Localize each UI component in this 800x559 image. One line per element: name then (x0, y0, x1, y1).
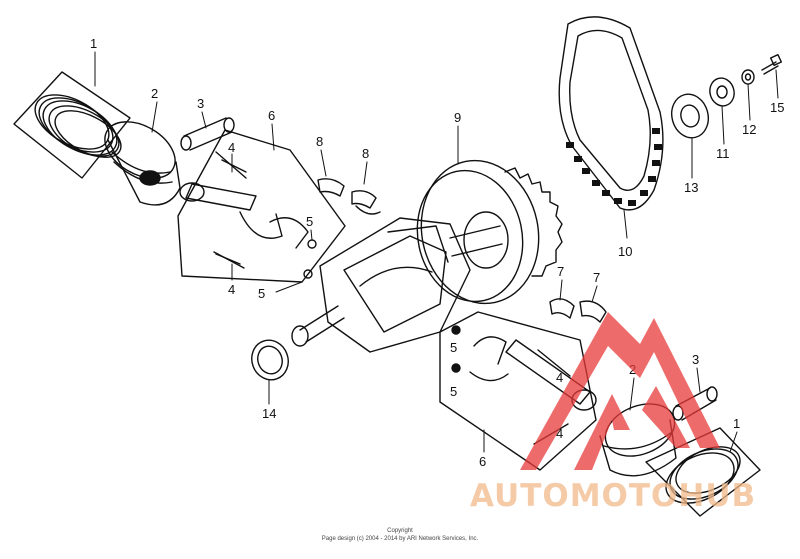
watermark-mark-icon (520, 312, 720, 470)
label-15[interactable]: 15 (770, 100, 784, 115)
label-7a[interactable]: 7 (557, 264, 564, 279)
part-number-labels: 1 2 3 4 4 5 5 6 8 8 9 10 11 12 13 14 15 … (90, 36, 784, 469)
label-5a[interactable]: 5 (306, 214, 313, 229)
label-12[interactable]: 12 (742, 122, 756, 137)
label-6a[interactable]: 6 (268, 108, 275, 123)
label-14[interactable]: 14 (262, 406, 276, 421)
label-8b[interactable]: 8 (362, 146, 369, 161)
piston-rings-top[interactable] (13, 71, 131, 179)
collar[interactable] (707, 75, 737, 108)
label-1a[interactable]: 1 (90, 36, 97, 51)
label-3a[interactable]: 3 (197, 96, 204, 111)
piston-rings-bottom[interactable] (645, 427, 761, 517)
label-6b[interactable]: 6 (479, 454, 486, 469)
oil-seal[interactable] (246, 335, 294, 385)
leader-lines (94, 51, 779, 453)
label-5c[interactable]: 5 (450, 340, 457, 355)
label-5d[interactable]: 5 (450, 384, 457, 399)
label-3b[interactable]: 3 (692, 352, 699, 367)
bolt[interactable] (761, 53, 783, 75)
watermark-text: AUTOMOTOHUB (470, 478, 756, 514)
label-4c[interactable]: 4 (556, 370, 563, 385)
label-8a[interactable]: 8 (316, 134, 323, 149)
label-5b[interactable]: 5 (258, 286, 265, 301)
watermark-logo: AUTOMOTOHUB (470, 312, 756, 514)
piston-pin-top[interactable] (180, 117, 235, 151)
label-13[interactable]: 13 (684, 180, 698, 195)
washer[interactable] (741, 69, 755, 85)
label-2a[interactable]: 2 (151, 86, 158, 101)
crankshaft[interactable] (291, 150, 563, 353)
bearing-shells-8[interactable] (317, 178, 381, 215)
label-4b[interactable]: 4 (228, 282, 235, 297)
bearing-shells-7[interactable] (549, 298, 607, 323)
label-4a[interactable]: 4 (228, 140, 235, 155)
cam-chain[interactable] (558, 16, 664, 211)
label-1b[interactable]: 1 (733, 416, 740, 431)
copyright-line: Page design (c) 2004 - 2014 by ARI Netwo… (321, 536, 479, 542)
label-9[interactable]: 9 (454, 110, 461, 125)
ball-bearing[interactable] (667, 90, 713, 142)
connecting-rod-top[interactable] (177, 129, 346, 283)
label-7b[interactable]: 7 (593, 270, 600, 285)
label-10[interactable]: 10 (618, 244, 632, 259)
label-4d[interactable]: 4 (556, 426, 563, 441)
label-11[interactable]: 11 (716, 146, 730, 161)
copyright-title: Copyright (387, 528, 413, 534)
